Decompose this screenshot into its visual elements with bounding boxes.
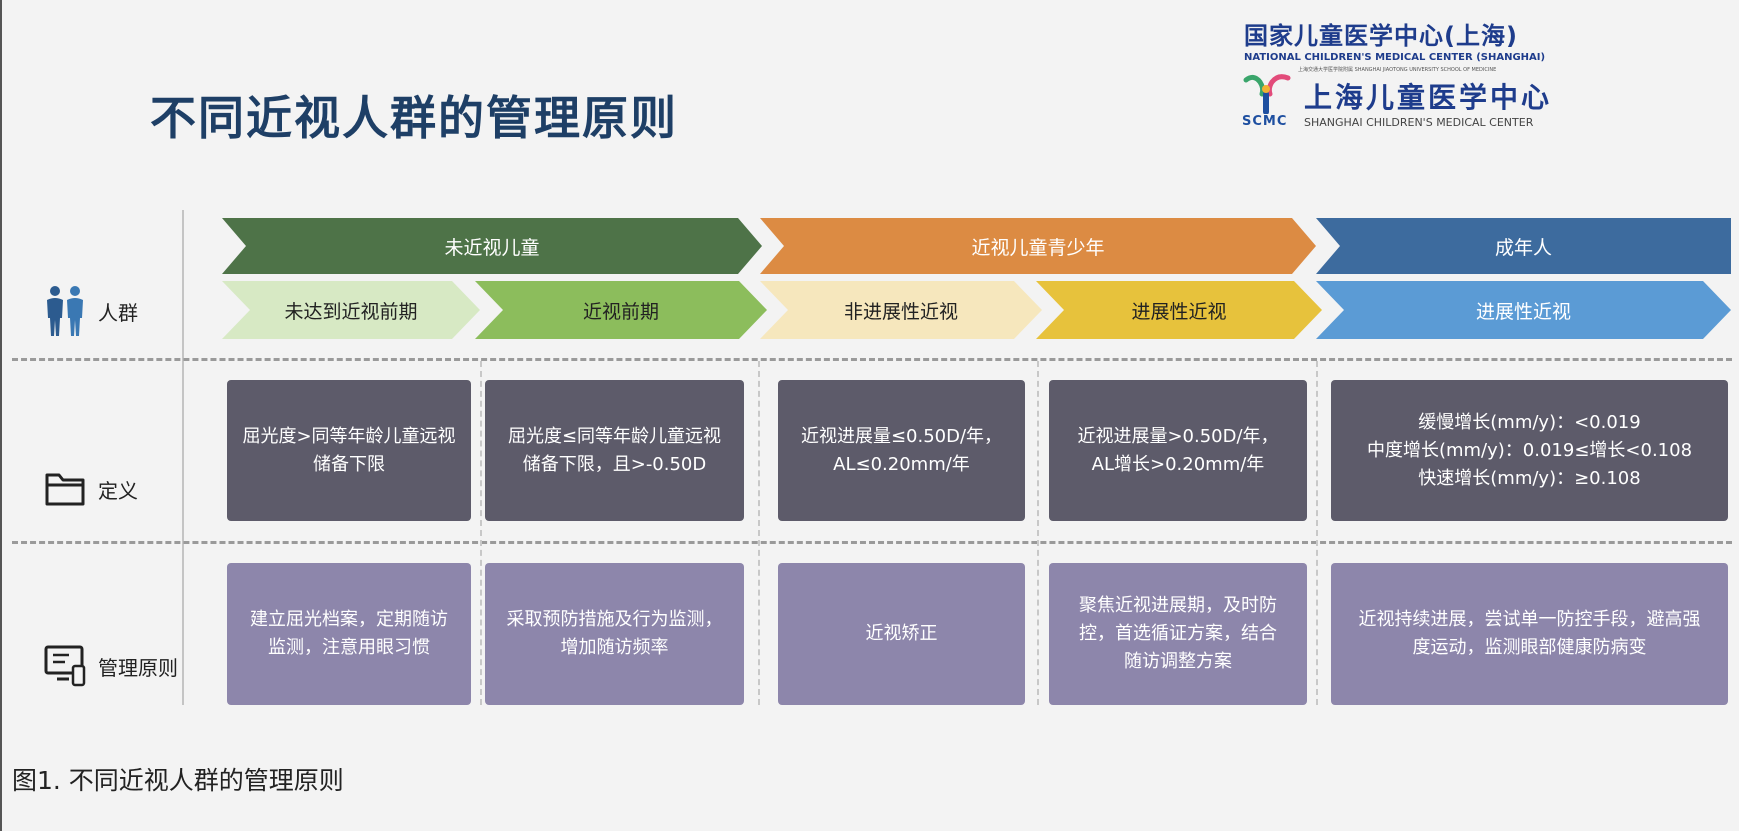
people-icon xyxy=(42,286,88,336)
column-divider-1 xyxy=(480,361,482,705)
definition-card-4: 近视进展量>0.50D/年， AL增长>0.20mm/年 xyxy=(1049,380,1307,521)
row-label-definition-text: 定义 xyxy=(98,478,138,503)
figure-caption: 图1. 不同近视人群的管理原则 xyxy=(12,766,344,795)
left-divider xyxy=(182,210,184,705)
row-divider-1 xyxy=(12,358,1732,361)
row-label-definition: 定义 xyxy=(42,464,138,514)
definition-text: 屈光度>同等年龄儿童远视 储备下限 xyxy=(242,425,456,475)
scmc-logo-mark-icon xyxy=(1243,74,1291,114)
management-text: 聚焦近视进展期，及时防 控，首选循证方案，结合 随访调整方案 xyxy=(1079,595,1277,672)
group-arrow-myopic-adolescents: 近视儿童青少年 xyxy=(760,218,1316,274)
group-arrow-adults: 成年人 xyxy=(1316,218,1731,274)
stage-arrow-not-premyopia: 未达到近视前期 xyxy=(222,281,480,339)
management-card-2: 采取预防措施及行为监测， 增加随访频率 xyxy=(485,563,744,705)
frame-border xyxy=(0,0,2,831)
definition-text: 近视进展量>0.50D/年， AL增长>0.20mm/年 xyxy=(1077,425,1279,475)
stage-arrow-progressive-myopia: 进展性近视 xyxy=(1036,281,1322,339)
management-text: 建立屈光档案，定期随访 监测，注意用眼习惯 xyxy=(250,609,448,658)
management-card-3: 近视矫正 xyxy=(778,563,1025,705)
management-text: 采取预防措施及行为监测， 增加随访频率 xyxy=(506,609,723,658)
row-label-management-text: 管理原则 xyxy=(98,655,178,680)
computer-icon xyxy=(42,641,88,691)
definition-card-3: 近视进展量≤0.50D/年， AL≤0.20mm/年 xyxy=(778,380,1025,521)
stage-arrow-premyopia: 近视前期 xyxy=(475,281,767,339)
definition-card-2: 屈光度≤同等年龄儿童远视 储备下限，且>-0.50D xyxy=(485,380,744,521)
management-card-5: 近视持续进展，尝试单一防控手段，避高强 度运动，监测眼部健康防病变 xyxy=(1331,563,1728,705)
row-label-management: 管理原则 xyxy=(42,638,178,694)
logo-affiliation: 上海交通大学医学院附属 SHANGHAI JIAOTONG UNIVERSITY… xyxy=(1298,67,1497,73)
logo-cn-name: 国家儿童医学中心(上海) xyxy=(1244,22,1518,50)
column-divider-2 xyxy=(758,361,760,705)
definition-text: 缓慢增长(mm/y)：<0.019 中度增长(mm/y)：0.019≤增长<0.… xyxy=(1366,411,1693,489)
stage-arrow-non-progressive-myopia: 非进展性近视 xyxy=(760,281,1042,339)
logo-hospital-en: SHANGHAI CHILDREN'S MEDICAL CENTER xyxy=(1304,116,1534,129)
definition-card-1: 屈光度>同等年龄儿童远视 储备下限 xyxy=(227,380,471,521)
group-arrow-non-myopic-children: 未近视儿童 xyxy=(222,218,762,274)
stage-arrow-adult-progressive-myopia: 进展性近视 xyxy=(1316,281,1731,339)
row-divider-2 xyxy=(12,541,1732,544)
column-divider-4 xyxy=(1316,361,1318,705)
management-text: 近视持续进展，尝试单一防控手段，避高强 度运动，监测眼部健康防病变 xyxy=(1358,609,1701,658)
definition-text: 屈光度≤同等年龄儿童远视 储备下限，且>-0.50D xyxy=(507,425,722,475)
management-card-4: 聚焦近视进展期，及时防 控，首选循证方案，结合 随访调整方案 xyxy=(1049,563,1307,705)
definition-card-5: 缓慢增长(mm/y)：<0.019 中度增长(mm/y)：0.019≤增长<0.… xyxy=(1331,380,1728,521)
logo: 国家儿童医学中心(上海) NATIONAL CHILDREN'S MEDICAL… xyxy=(1240,10,1570,130)
management-card-1: 建立屈光档案，定期随访 监测，注意用眼习惯 xyxy=(227,563,471,705)
logo-en-name: NATIONAL CHILDREN'S MEDICAL CENTER (SHAN… xyxy=(1244,52,1546,63)
logo-hospital-cn: 上海儿童医学中心 xyxy=(1304,81,1553,114)
page-title: 不同近视人群的管理原则 xyxy=(150,91,678,145)
folder-icon xyxy=(42,464,88,514)
management-text: 近视矫正 xyxy=(865,623,938,644)
definition-text: 近视进展量≤0.50D/年， AL≤0.20mm/年 xyxy=(800,425,1003,475)
logo-abbr: SCMC xyxy=(1242,114,1288,129)
row-label-population: 人群 xyxy=(42,283,138,339)
row-label-population-text: 人群 xyxy=(98,300,138,325)
column-divider-3 xyxy=(1037,361,1039,705)
